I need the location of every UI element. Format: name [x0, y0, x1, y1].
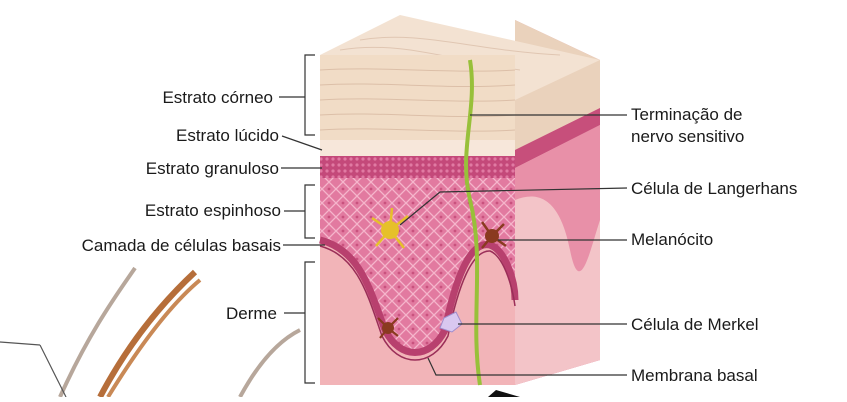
- label-estrato-granuloso: Estrato granuloso: [146, 159, 279, 179]
- label-terminacao-line2: nervo sensitivo: [631, 126, 744, 147]
- cursor-arrow-icon: [488, 390, 520, 397]
- label-merkel: Célula de Merkel: [631, 315, 759, 335]
- hair-strands: [0, 268, 300, 397]
- left-leader-lines: [279, 97, 325, 313]
- label-langerhans: Célula de Langerhans: [631, 179, 797, 199]
- stratum-granulosum: [320, 156, 515, 178]
- label-estrato-corneo: Estrato córneo: [162, 88, 273, 108]
- label-derme: Derme: [226, 304, 277, 324]
- label-camada-basal: Camada de células basais: [82, 236, 281, 256]
- label-estrato-espinhoso: Estrato espinhoso: [145, 201, 281, 221]
- label-estrato-lucido: Estrato lúcido: [176, 126, 279, 146]
- label-terminacao-line1: Terminação de: [631, 104, 743, 125]
- label-melanocito: Melanócito: [631, 230, 713, 250]
- stratum-lucidum: [320, 140, 515, 156]
- left-brackets: [305, 55, 315, 383]
- label-membrana-basal: Membrana basal: [631, 366, 758, 386]
